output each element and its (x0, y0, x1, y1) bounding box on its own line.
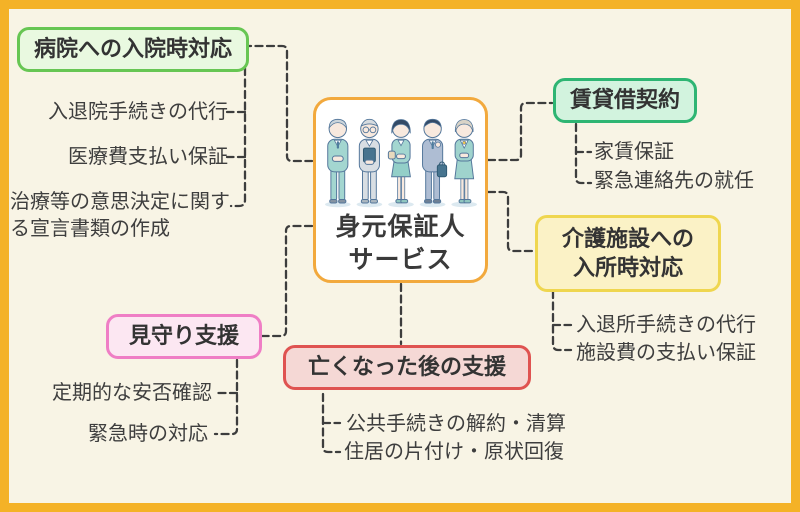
center-title-line2: サービス (348, 245, 453, 274)
link-center-watch (260, 224, 314, 338)
watch-item-emergency-response: 緊急時の対応 (88, 423, 208, 445)
center-node-guarantor-service: 身元保証人 サービス (313, 97, 488, 283)
link-center-rental (486, 101, 554, 162)
node-care-label: 介護施設への入所時対応 (561, 226, 694, 280)
watch-item-safety-check: 定期的な安否確認 (52, 382, 212, 404)
node-watch-support: 見守り支援 (106, 314, 263, 359)
link-death-items (321, 392, 342, 454)
care-item-facility-fee-guarantee: 施設費の支払い保証 (576, 342, 756, 364)
person-woman-with-bag (387, 119, 414, 208)
node-watch-label: 見守り支援 (129, 323, 240, 348)
center-title-line1: 身元保証人 (335, 213, 466, 241)
death-item-public-procedures-settlement: 公共手続きの解約・清算 (346, 413, 566, 435)
node-hospital-label: 病院への入院時対応 (34, 36, 233, 61)
hospital-item-treatment-declaration-docs: 治療等の意思決定に関する宣言書類の作成 (10, 191, 230, 240)
rental-item-emergency-contact: 緊急連絡先の就任 (594, 170, 754, 192)
person-man-with-briefcase (419, 118, 447, 208)
node-rental-label: 賃貸借契約 (570, 87, 681, 112)
person-woman-vest (450, 119, 477, 208)
rental-item-rent-guarantee: 家賃保証 (594, 141, 674, 163)
hospital-item-procedure-agency: 入退院手続きの代行 (48, 101, 228, 123)
link-hospital-items (229, 66, 247, 208)
guarantor-people-illustration (324, 118, 477, 208)
person-elderly-man (324, 118, 351, 208)
link-rental-items (574, 122, 593, 185)
link-care-items (551, 289, 573, 352)
death-item-residence-restoration: 住居の片付け・原状回復 (344, 441, 564, 463)
node-rental-contract: 賃貸借契約 (553, 78, 698, 123)
node-care-facility: 介護施設への入所時対応 (535, 215, 721, 293)
link-hospital-center (242, 44, 314, 163)
node-death-label: 亡くなった後の支援 (308, 354, 507, 379)
care-item-procedure-agency: 入退所手続きの代行 (576, 314, 756, 336)
link-watch-items (213, 358, 239, 436)
node-after-death-support: 亡くなった後の支援 (283, 345, 532, 390)
hospital-item-medical-payment-guarantee: 医療費支払い保証 (68, 146, 228, 168)
link-center-care (486, 190, 536, 253)
person-man-with-folder (356, 118, 382, 208)
center-title: 身元保証人 サービス (335, 211, 465, 276)
node-hospital-admission: 病院への入院時対応 (17, 27, 250, 72)
